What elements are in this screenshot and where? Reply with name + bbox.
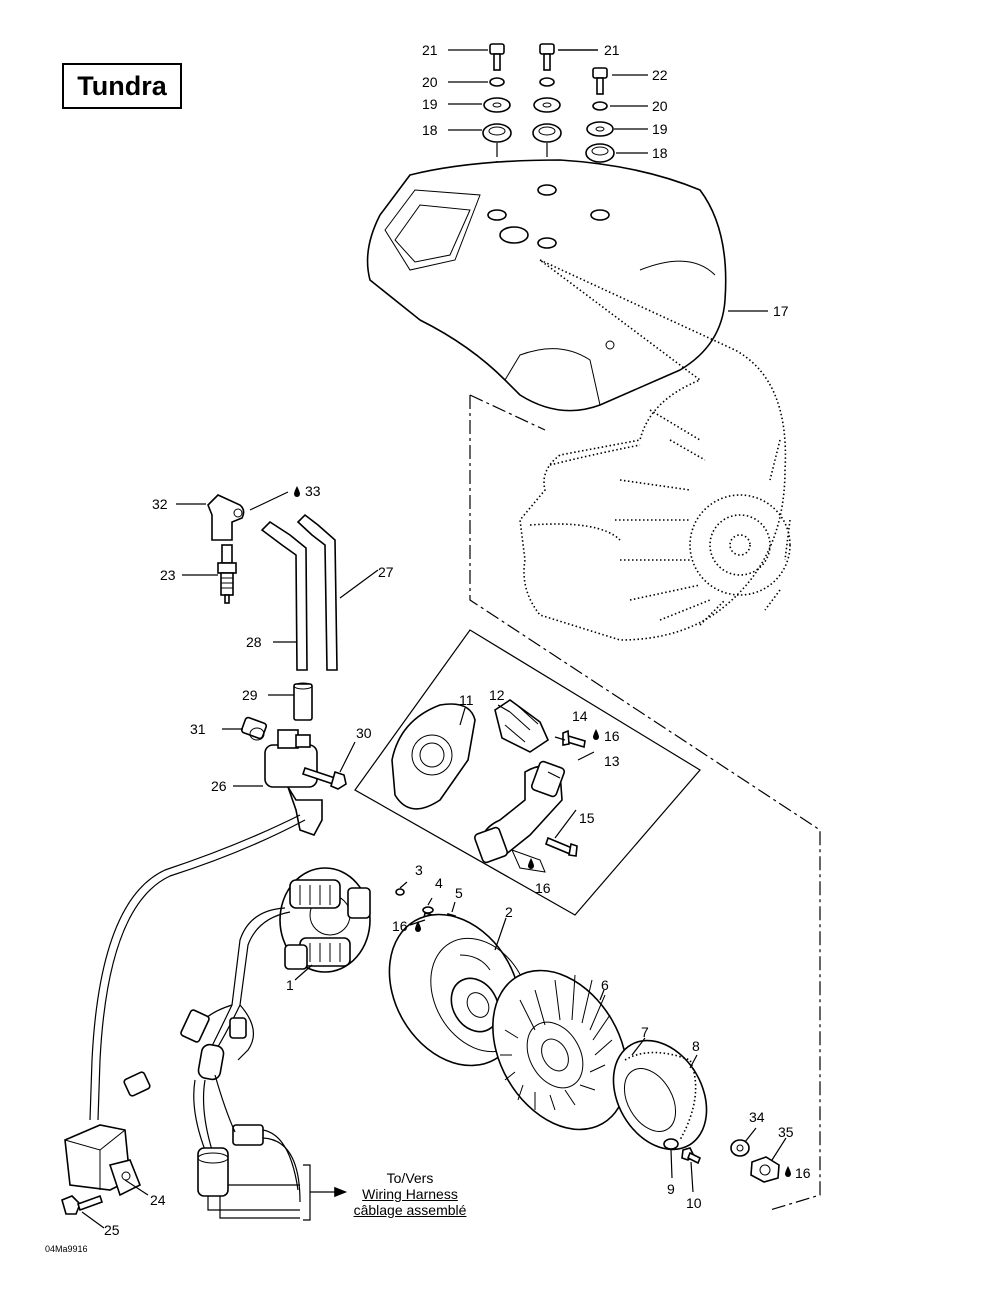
callout-18: 18 <box>422 122 438 138</box>
starting-pulley <box>612 1039 708 1151</box>
callout-21: 21 <box>604 42 620 58</box>
callout-1: 1 <box>286 977 294 993</box>
callout-10: 10 <box>686 1195 702 1211</box>
lock-washers-20 <box>489 77 608 111</box>
nut-35 <box>750 1156 780 1183</box>
coil-cap-31 <box>240 716 268 741</box>
stator-wiring-harness <box>89 814 306 1121</box>
callout-33: 33 <box>305 483 321 499</box>
callout-2: 2 <box>505 904 513 920</box>
flywheel <box>388 913 530 1067</box>
magneto-stator <box>279 867 371 973</box>
callout-35: 35 <box>778 1124 794 1140</box>
coil-screw-30 <box>301 766 347 790</box>
callout-25: 25 <box>104 1222 120 1238</box>
callout-31: 31 <box>190 721 206 737</box>
washer-9 <box>663 1138 679 1150</box>
voltage-regulator <box>64 1124 142 1197</box>
wire-sleeve-29 <box>293 682 313 721</box>
callout-16: 16 <box>795 1165 811 1181</box>
bolt-21-left <box>489 43 505 71</box>
document-code: 04Ma9916 <box>45 1244 88 1254</box>
callout-14: 14 <box>572 708 588 724</box>
high-tension-wire-27 <box>296 513 338 671</box>
callout-17: 17 <box>773 303 789 319</box>
callout-8: 8 <box>692 1038 700 1054</box>
assembly-boundary-line <box>469 394 821 1211</box>
spark-plug-cap <box>207 494 245 541</box>
trigger-coil-plate-11 <box>391 703 476 810</box>
callout-20: 20 <box>652 98 668 114</box>
callout-27: 27 <box>378 564 394 580</box>
lighting-coil-14 <box>473 760 566 873</box>
callout-5: 5 <box>455 885 463 901</box>
rewind-starter-outline <box>519 259 791 641</box>
callout-26: 26 <box>211 778 227 794</box>
callout-30: 30 <box>356 725 372 741</box>
bolt-22 <box>592 67 608 95</box>
washers-19 <box>483 97 614 137</box>
grommets-18 <box>482 123 615 163</box>
callout-6: 6 <box>601 977 609 993</box>
grease-drop-icon <box>294 486 791 1177</box>
connectors <box>123 1009 301 1219</box>
screw-13 <box>562 729 586 749</box>
callout-13: 13 <box>604 753 620 769</box>
lock-washer-34 <box>730 1139 750 1157</box>
callout-29: 29 <box>242 687 258 703</box>
callout-15: 15 <box>579 810 595 826</box>
callout-20: 20 <box>422 74 438 90</box>
model-title: Tundra <box>62 63 182 109</box>
callout-24: 24 <box>150 1192 166 1208</box>
callout-18: 18 <box>652 145 668 161</box>
callout-21: 21 <box>422 42 438 58</box>
callout-16: 16 <box>604 728 620 744</box>
callout-19: 19 <box>422 96 438 112</box>
callout-12: 12 <box>489 687 505 703</box>
spark-plug <box>217 544 237 604</box>
callout-16: 16 <box>535 880 551 896</box>
callout-4: 4 <box>435 875 443 891</box>
fan-housing <box>366 159 727 412</box>
harness-bracket <box>303 1164 335 1221</box>
callout-11: 11 <box>459 692 474 708</box>
callout-32: 32 <box>152 496 168 512</box>
sub-assembly-frame <box>354 629 701 916</box>
screw-10 <box>681 1147 702 1165</box>
high-tension-wire-28 <box>260 520 308 671</box>
regulator-screw <box>61 1194 104 1215</box>
ignition-coil <box>264 729 323 836</box>
callout-34: 34 <box>749 1109 765 1125</box>
callout-7: 7 <box>641 1024 649 1040</box>
callout-3: 3 <box>415 862 423 878</box>
harness-note-line2: Wiring Harness <box>362 1186 458 1202</box>
callout-labels: 21 21 20 19 18 22 20 19 18 17 32 33 23 2… <box>104 42 811 1238</box>
callout-16: 16 <box>392 918 408 934</box>
callout-23: 23 <box>160 567 176 583</box>
callout-28: 28 <box>246 634 262 650</box>
harness-arrow <box>334 1186 348 1198</box>
screw-15 <box>545 836 578 857</box>
bolt-21-right <box>539 43 555 71</box>
wiring-harness-note: To/Vers Wiring Harness câblage assemblé <box>340 1170 480 1218</box>
callout-22: 22 <box>652 67 668 83</box>
harness-note-line1: To/Vers <box>386 1170 434 1186</box>
leader-lines <box>81 49 787 1229</box>
callout-19: 19 <box>652 121 668 137</box>
cooling-fan <box>492 969 628 1131</box>
harness-note-line3: câblage assemblé <box>353 1202 467 1218</box>
callout-9: 9 <box>667 1181 675 1197</box>
trigger-coil-12 <box>494 699 550 753</box>
